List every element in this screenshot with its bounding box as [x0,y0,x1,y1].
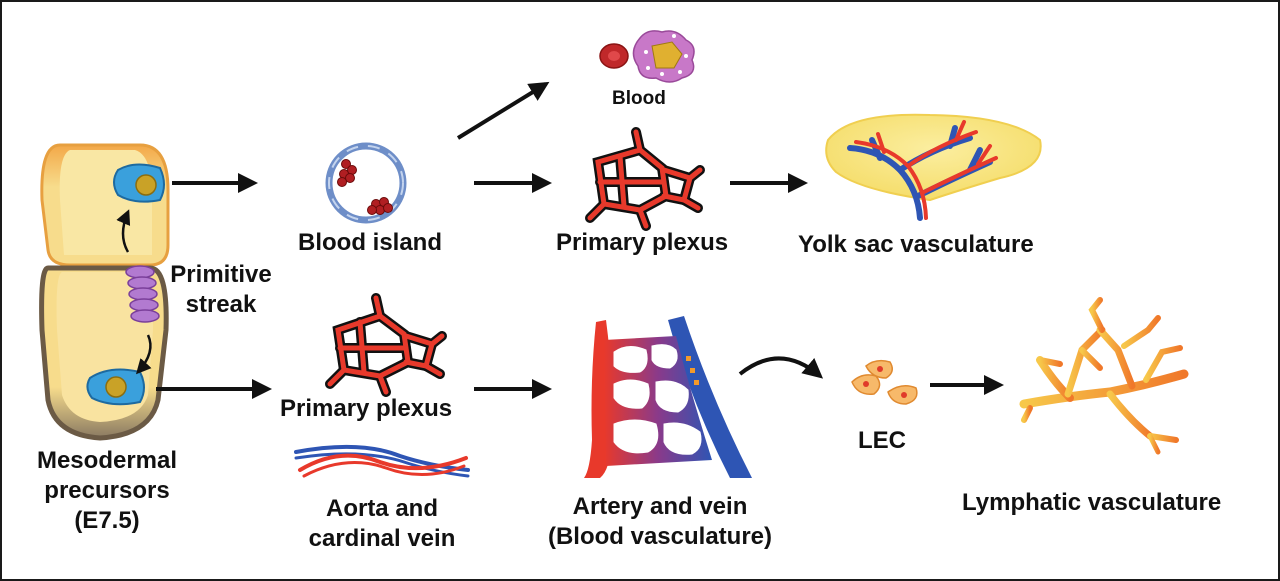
flow-arrows [156,81,1004,399]
primitive-streak-line1: Primitive [170,261,272,288]
aorta-line2: cardinal vein [308,525,456,552]
mesodermal-line1: Mesodermal [36,447,178,474]
mesodermal-line3: (E7.5) [74,507,140,534]
lec-cells-illustration [851,359,918,405]
aorta-cardinal-vein-illustration [294,444,470,478]
primitive-streak-label: Primitive streak [162,260,280,320]
arrow-to-lec [738,356,824,379]
yolk-sac-vasculature-label: Yolk sac vasculature [798,231,1034,258]
blood-island-label: Blood island [298,229,442,256]
primary-plexus-top-illustration [585,127,705,231]
mesodermal-line2: precursors [44,477,170,504]
blood-cells-illustration [599,30,695,83]
lymphatic-vasculature-illustration [1019,297,1189,455]
lymphatic-vasculature-label: Lymphatic vasculature [962,489,1222,516]
mesodermal-precursors-label: Mesodermal precursors (E7.5) [22,446,192,536]
arrow-to-blood [456,81,550,140]
artery-line2: (Blood vasculature) [547,523,773,550]
primitive-streak-line2: streak [185,291,257,318]
yolk-sac-vasculature-illustration [825,113,1042,221]
primary-plexus-bottom-illustration [325,293,447,397]
artery-vein-illustration [584,316,752,478]
blood-label: Blood [612,88,666,109]
aorta-cardinal-vein-label: Aorta and cardinal vein [292,494,472,554]
primary-plexus-top-label: Primary plexus [556,229,729,256]
artery-vein-label: Artery and vein (Blood vasculature) [532,492,788,552]
blood-island-illustration [325,142,407,224]
lec-label: LEC [858,427,906,454]
aorta-line1: Aorta and [325,495,438,522]
embryo-illustration [39,143,170,441]
artery-line1: Artery and vein [572,493,748,520]
primary-plexus-bottom-label: Primary plexus [280,395,453,422]
